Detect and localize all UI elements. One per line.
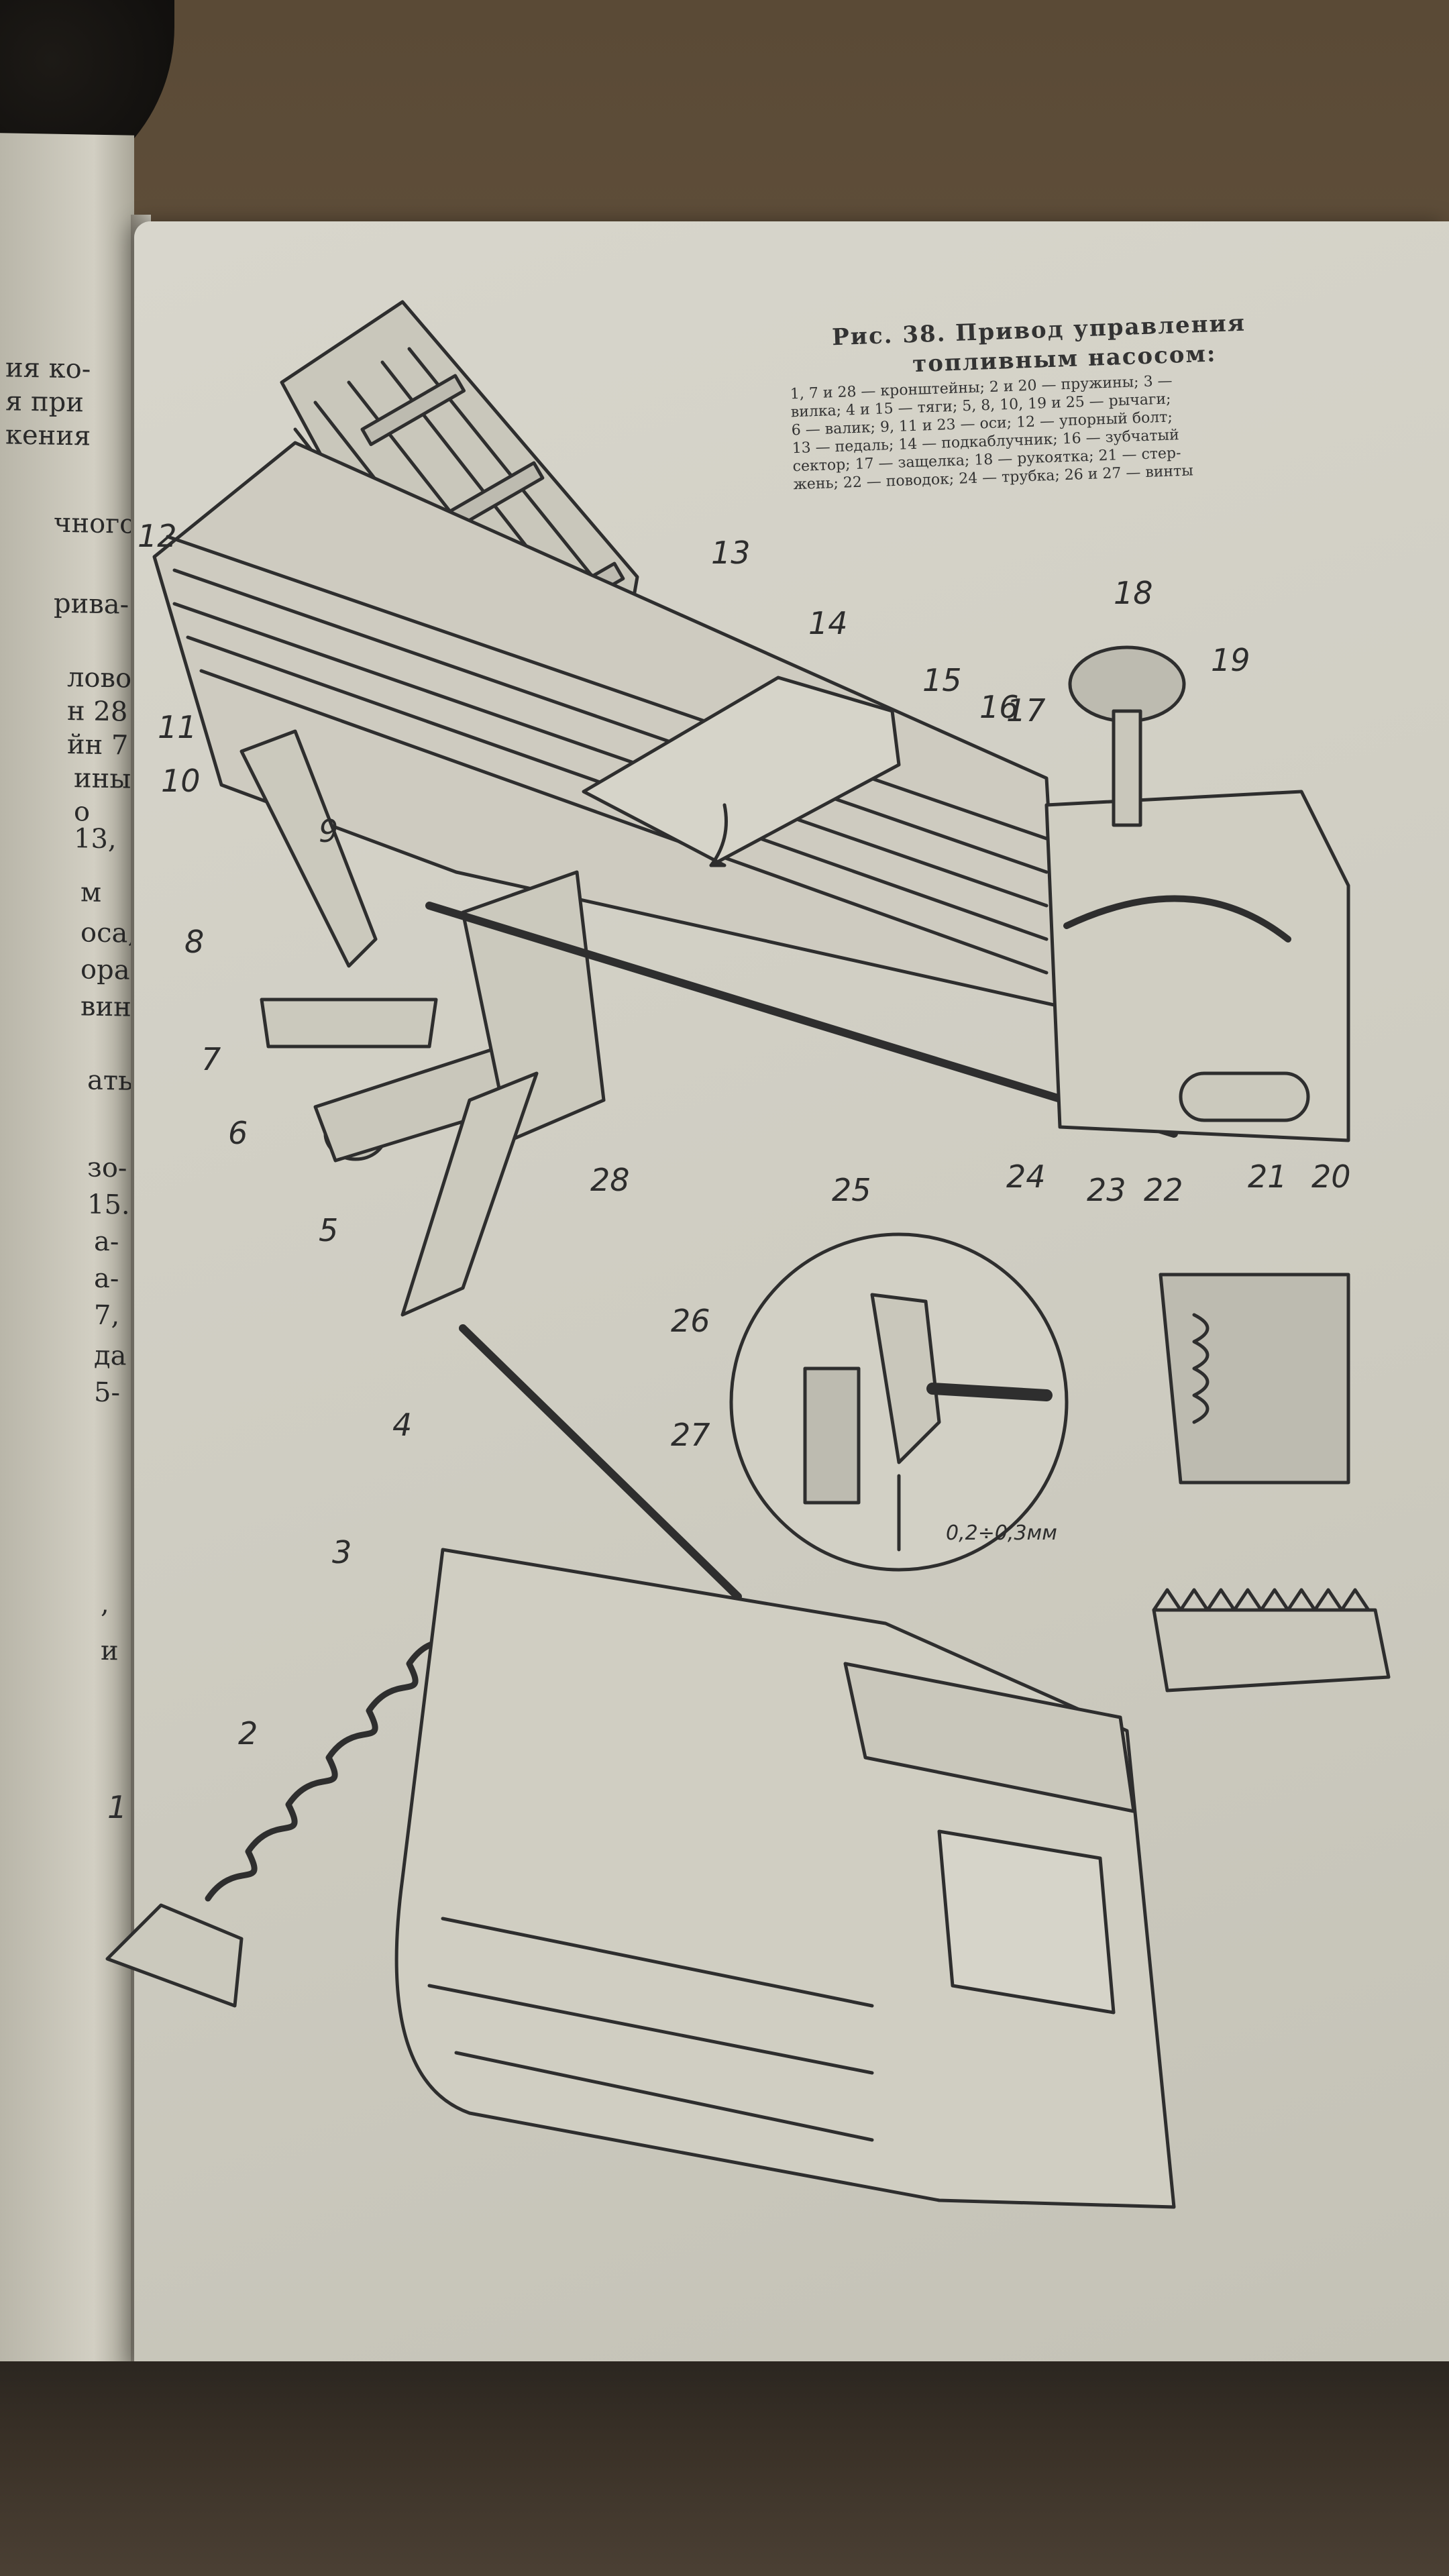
callout-23: 23 [1087, 1172, 1126, 1208]
callout-13: 13 [711, 535, 751, 571]
callout-12: 12 [138, 518, 177, 554]
callout-10: 10 [161, 763, 201, 799]
callout-27: 27 [671, 1417, 710, 1453]
callout-4: 4 [392, 1407, 412, 1443]
callout-16: 16 [979, 689, 1019, 725]
spring-detail [1152, 1273, 1391, 1693]
callout-18: 18 [1114, 575, 1153, 611]
callout-14: 14 [808, 605, 848, 641]
callout-5: 5 [319, 1212, 338, 1248]
detail-circle [729, 1232, 1069, 1572]
callout-11: 11 [158, 709, 197, 745]
callout-2: 2 [238, 1715, 258, 1752]
callout-7: 7 [201, 1041, 221, 1077]
callout-20: 20 [1311, 1159, 1351, 1195]
callout-21: 21 [1248, 1159, 1287, 1195]
desk-shadow [0, 2361, 1449, 2576]
callout-26: 26 [671, 1303, 710, 1339]
hand-lever-bracket [1044, 645, 1350, 1142]
callout-25: 25 [832, 1172, 871, 1208]
return-spring-2 [105, 1613, 459, 2008]
callout-6: 6 [228, 1115, 248, 1151]
callout-8: 8 [184, 924, 204, 960]
callout-15: 15 [922, 662, 962, 698]
fuel-pump-body [394, 1548, 1176, 2209]
callout-1: 1 [107, 1789, 127, 1825]
callout-19: 19 [1211, 642, 1250, 678]
heel-rest-14 [582, 676, 901, 867]
callout-17: 17 [1006, 692, 1046, 729]
floor-slats [152, 441, 1062, 1008]
rod-15 [425, 902, 1178, 1138]
gap-label: 0,2÷0,3мм [946, 1521, 1057, 1545]
callout-22: 22 [1144, 1172, 1183, 1208]
callout-9: 9 [319, 813, 338, 849]
callout-28: 28 [590, 1162, 630, 1198]
callout-3: 3 [332, 1534, 352, 1570]
callout-24: 24 [1006, 1159, 1046, 1195]
